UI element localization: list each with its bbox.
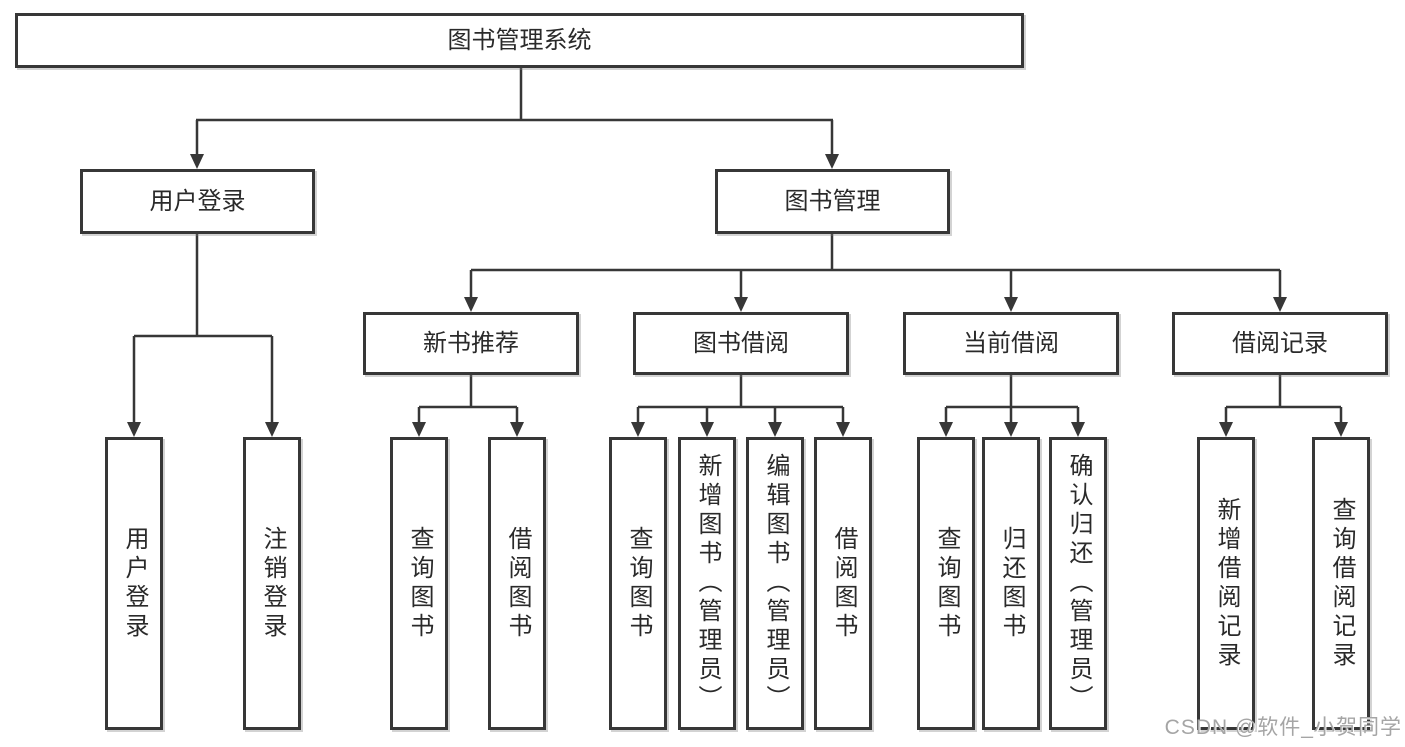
leaf-query-borrow-record: 查询借阅记录 bbox=[1312, 437, 1370, 730]
leaf-confirm-return-admin: 确认归还（管理员） bbox=[1049, 437, 1107, 730]
node-borrow-records: 借阅记录 bbox=[1172, 312, 1388, 375]
leaf-query-books-borrow: 查询图书 bbox=[609, 437, 667, 730]
node-book-management: 图书管理 bbox=[715, 169, 950, 234]
leaf-add-book-admin: 新增图书（管理员） bbox=[678, 437, 736, 730]
leaf-logout-login: 注销登录 bbox=[243, 437, 301, 730]
leaf-add-borrow-record: 新增借阅记录 bbox=[1197, 437, 1255, 730]
leaf-query-books-recommend: 查询图书 bbox=[390, 437, 448, 730]
arrowheads bbox=[127, 154, 1348, 437]
node-book-borrow: 图书借阅 bbox=[633, 312, 849, 375]
node-user-login: 用户登录 bbox=[80, 169, 315, 234]
leaf-borrow-books-recommend: 借阅图书 bbox=[488, 437, 546, 730]
node-current-borrow: 当前借阅 bbox=[903, 312, 1119, 375]
leaf-edit-book-admin: 编辑图书（管理员） bbox=[746, 437, 804, 730]
node-library-system: 图书管理系统 bbox=[15, 13, 1024, 68]
node-new-book-recommend: 新书推荐 bbox=[363, 312, 579, 375]
leaf-query-books-current: 查询图书 bbox=[917, 437, 975, 730]
connector-lines bbox=[132, 68, 1343, 424]
leaf-return-book: 归还图书 bbox=[982, 437, 1040, 730]
csdn-watermark: CSDN @软件_小贺同学 bbox=[1164, 716, 1402, 739]
leaf-user-login: 用户登录 bbox=[105, 437, 163, 730]
leaf-borrow-books: 借阅图书 bbox=[814, 437, 872, 730]
